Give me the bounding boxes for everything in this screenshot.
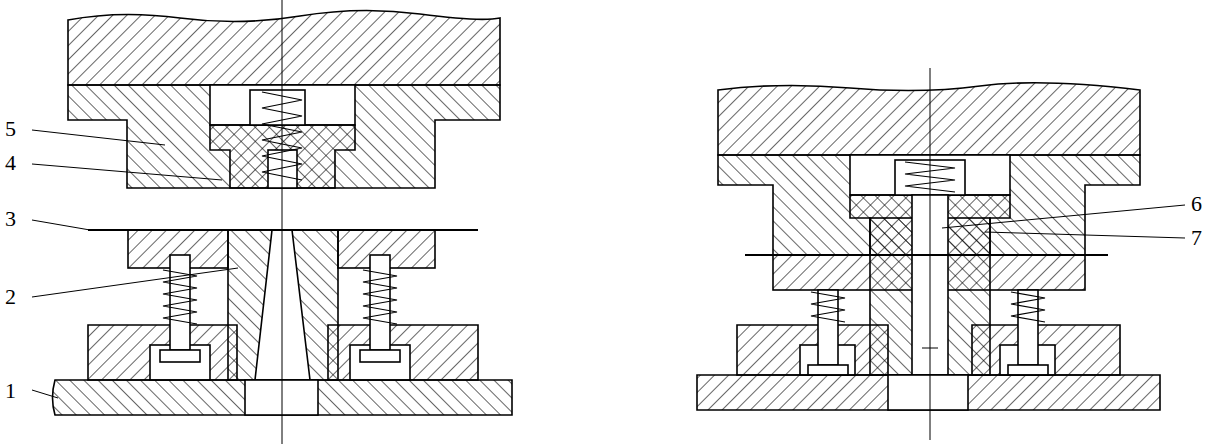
callout-number: 3 <box>4 208 17 230</box>
callout-number: 4 <box>4 152 17 174</box>
callout-number: 1 <box>4 380 17 402</box>
callout-number: 2 <box>4 286 17 308</box>
callout-number: 7 <box>1190 227 1203 249</box>
callout-number: 6 <box>1190 193 1203 215</box>
callout-number: 5 <box>4 118 17 140</box>
